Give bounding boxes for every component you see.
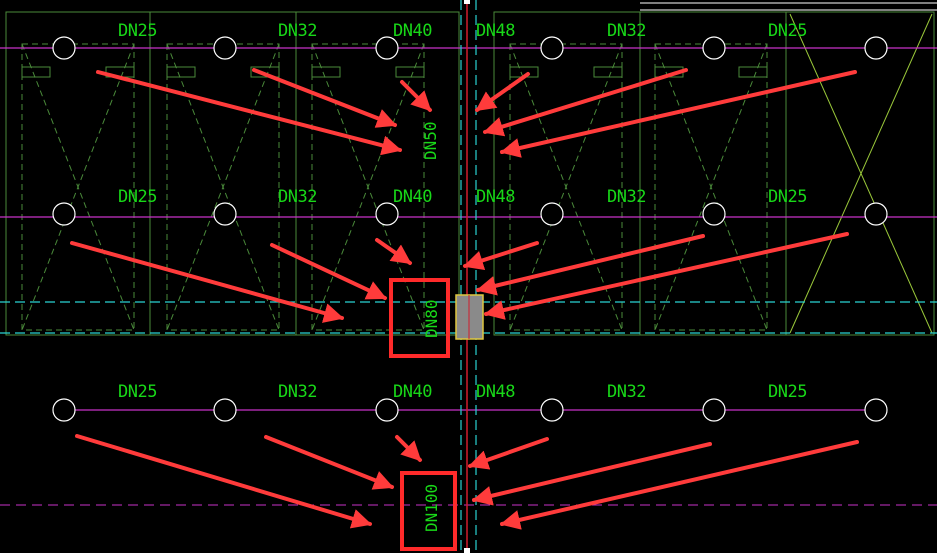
row-2-labels: DN25 DN32 DN40 DN48 DN32 DN25 [118, 187, 807, 207]
fixture-plates [21, 66, 768, 78]
highlight-boxes [389, 278, 457, 551]
pipe-label: DN25 [118, 187, 157, 207]
pipe-label: DN32 [278, 21, 317, 41]
annotation-arrows [70, 68, 859, 530]
pipe-label: DN40 [393, 382, 432, 402]
fixture-circles [52, 36, 888, 422]
pipe-label: DN32 [607, 187, 646, 207]
pipe-label: DN25 [768, 382, 807, 402]
pipe-label: DN48 [476, 21, 515, 41]
pipe-label: DN32 [278, 382, 317, 402]
pipe-label: DN40 [393, 21, 432, 41]
pipe-label: DN25 [768, 21, 807, 41]
pipe-label: DN25 [118, 382, 157, 402]
pipe-label: DN48 [476, 187, 515, 207]
pipe-label: DN32 [607, 21, 646, 41]
row-1-labels: DN25 DN32 DN40 DN48 DN32 DN25 [118, 21, 807, 41]
pipe-label: DN32 [607, 382, 646, 402]
pipe-label: DN40 [393, 187, 432, 207]
pipe-label: DN32 [278, 187, 317, 207]
main-pipe-label-dn80: DN80 [422, 299, 441, 338]
branch-pipes [0, 47, 937, 411]
cross-panel [789, 13, 933, 334]
valve [455, 294, 484, 340]
main-pipe-label-dn50: DN50 [421, 121, 440, 160]
pipe-label: DN25 [118, 21, 157, 41]
sheet-border [640, 2, 937, 11]
riser-caps [464, 0, 470, 553]
pipe-label: DN25 [768, 187, 807, 207]
pipe-label: DN48 [476, 382, 515, 402]
row-3-labels: DN25 DN32 DN40 DN48 DN32 DN25 [118, 382, 807, 402]
main-pipe-label-dn100: DN100 [422, 484, 441, 532]
room-frames [5, 11, 935, 336]
